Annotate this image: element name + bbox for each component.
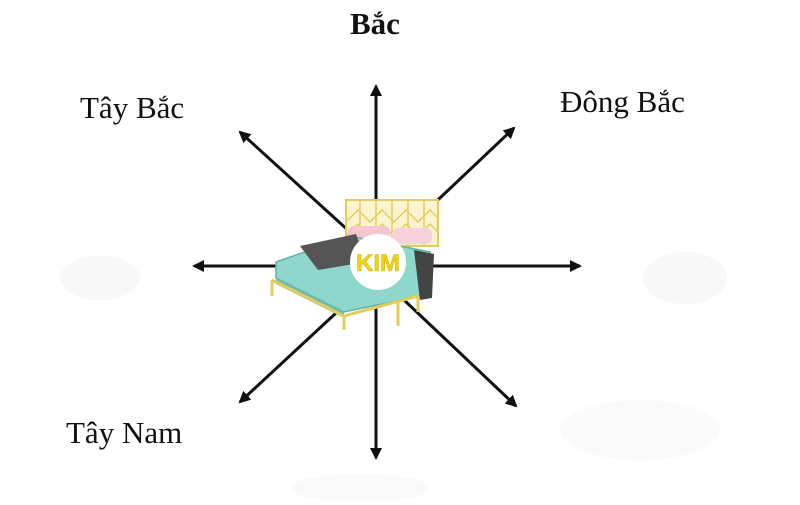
label-northeast: Đông Bắc (560, 84, 685, 119)
label-northwest: Tây Bắc (80, 90, 185, 125)
element-badge (350, 234, 406, 290)
bed-illustration: KIM (270, 199, 439, 330)
blur-patch-left (60, 256, 140, 300)
blur-patch-right (643, 252, 727, 304)
element-label: KIM (356, 250, 400, 277)
blur-patch-bottom (290, 474, 430, 502)
label-southwest: Tây Nam (66, 415, 183, 450)
label-north: Bắc (350, 6, 400, 41)
arrow-southwest (238, 298, 352, 404)
blur-patch-bottom-right (560, 400, 720, 460)
arrow-southeast (402, 298, 518, 408)
arrow-northwest (238, 130, 352, 234)
